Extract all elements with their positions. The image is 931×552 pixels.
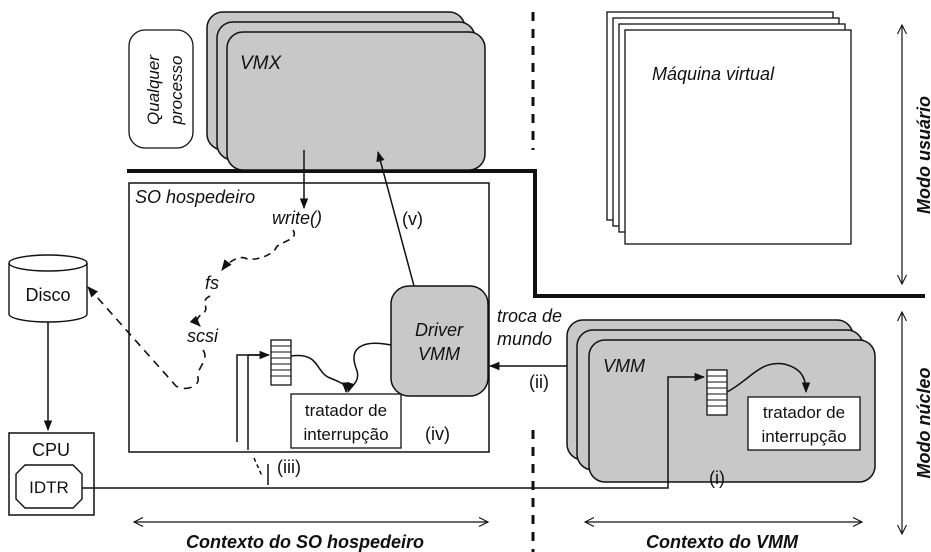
idtr-label: IDTR [29, 478, 69, 497]
vmx-process: VMX [206, 11, 486, 171]
host-handler-box [290, 393, 402, 449]
idtr-to-vmm-table-path [470, 372, 706, 489]
iii-dashed-link [253, 457, 263, 477]
step-ii: (ii) [529, 372, 549, 392]
vmm-table-to-handler-curve [726, 362, 811, 394]
any-process-line1: Qualquer [144, 54, 163, 125]
mode-axis: Modo usuário Modo núcleo [902, 25, 931, 534]
driver-line2: VMM [418, 344, 460, 364]
driver-line1: Driver [415, 320, 464, 340]
step-iv: (iv) [425, 424, 450, 444]
kernel-mode-label: Modo núcleo [914, 368, 931, 479]
host-os-label: SO hospedeiro [135, 187, 255, 207]
host-context-label: Contexto do SO hospedeiro [186, 532, 424, 552]
write-to-fs-arrow [221, 229, 296, 271]
host-os-box [128, 182, 490, 453]
host-handler-line1: tratador de [305, 401, 387, 420]
fs-to-scsi-arrow [189, 295, 211, 327]
user-mode-label: Modo usuário [914, 96, 931, 214]
cpu-label: CPU [32, 440, 70, 460]
any-process: Qualquer processo [128, 29, 194, 149]
driver-to-vmx-arrow [376, 150, 415, 287]
host-handler-line2: interrupção [303, 425, 388, 444]
scsi-to-disk-arrow [87, 286, 206, 390]
step-i: (i) [709, 468, 725, 488]
vmm-handler-box [747, 396, 861, 451]
vmm-handler-line1: tratador de [763, 403, 845, 422]
vmm-interrupt-table [706, 369, 728, 416]
host-interrupt-table [270, 339, 292, 386]
vmx-label: VMX [240, 53, 283, 74]
world-switch-line1: troca de [497, 306, 562, 326]
step-iii: (iii) [277, 457, 301, 477]
vmm-label: VMM [603, 356, 645, 376]
world-switch-line2: mundo [497, 329, 552, 349]
idtr-register [15, 464, 83, 509]
vmm-context-label: Contexto do VMM [646, 532, 799, 552]
driver-vmm-box [390, 285, 489, 397]
write-label: write() [272, 208, 322, 228]
scsi-label: scsi [187, 326, 219, 346]
fs-label: fs [205, 273, 219, 293]
table-to-handler-curve [290, 354, 351, 394]
driver-to-handler-curve [347, 342, 392, 393]
step-v: (v) [402, 209, 423, 229]
virtual-machine: Máquina virtual [606, 11, 852, 245]
vmm-handler-line2: interrupção [761, 427, 846, 446]
mode-separator [127, 169, 925, 298]
iret-to-host-table-path [236, 354, 269, 485]
disk-label: Disco [25, 285, 70, 305]
any-process-line2: processo [167, 56, 186, 126]
disk-icon: Disco [8, 254, 88, 323]
virtual-machine-label: Máquina virtual [652, 64, 775, 84]
